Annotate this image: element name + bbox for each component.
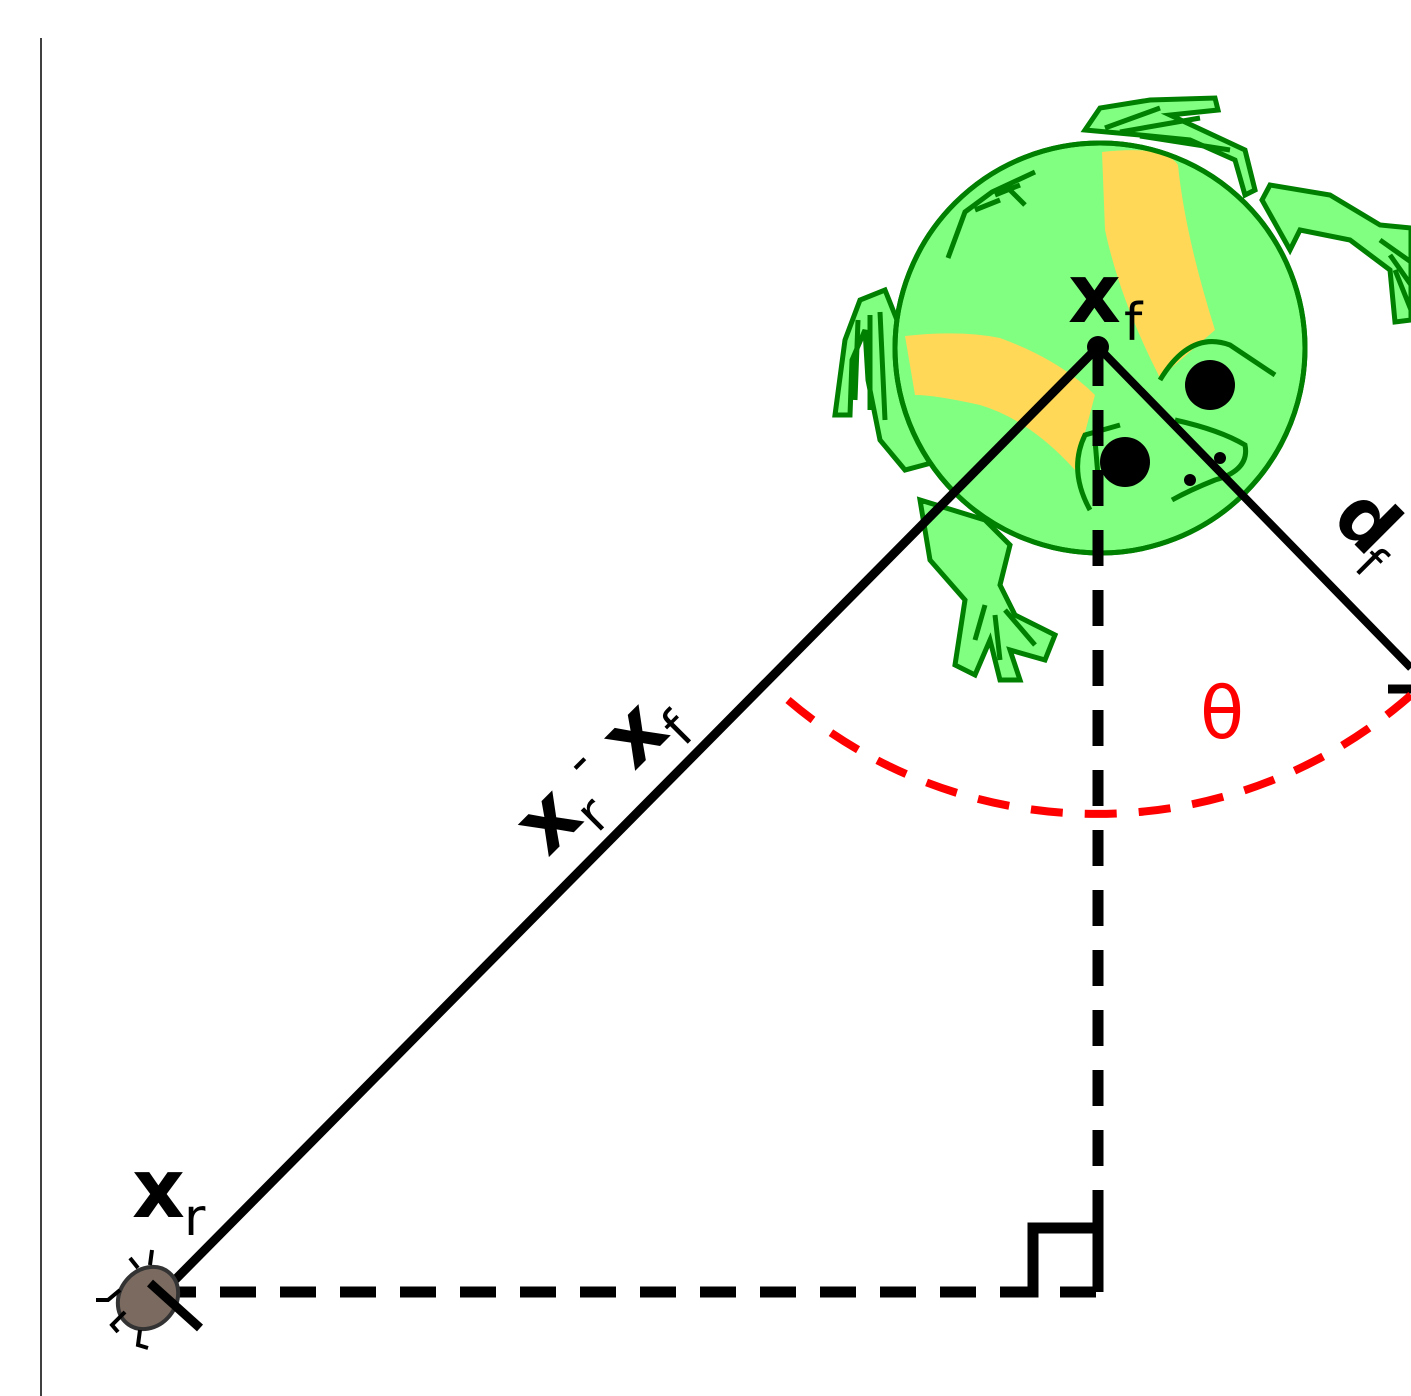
frog-skin-mark <box>945 169 1037 259</box>
difference-vector-line <box>159 343 1102 1296</box>
frog-eye-right <box>1185 360 1235 410</box>
label-frog-position-main: x <box>1068 247 1121 342</box>
frog-toes-bottom <box>972 604 1037 661</box>
frog-toes-top <box>1104 105 1231 153</box>
frog-nostril-right <box>1214 452 1226 464</box>
heading-vector-line <box>1095 344 1411 671</box>
angle-theta-arc <box>785 691 1411 818</box>
frog-stripe-top <box>1102 150 1215 378</box>
frog-leg-bottom <box>916 496 1059 683</box>
label-frog-position: x f <box>1068 247 1144 353</box>
frog-eye-ridge-right <box>1157 339 1277 503</box>
bug-icon <box>96 1249 204 1350</box>
label-prey-position-main: x <box>132 1142 185 1237</box>
frog-stripe-left <box>905 333 1095 470</box>
frog-toes-right <box>1378 237 1411 311</box>
frog-position-point <box>1087 336 1109 358</box>
frog-leg-right <box>1259 182 1411 325</box>
frog-eye-left <box>1100 437 1150 487</box>
label-prey-position: x r <box>132 1142 206 1248</box>
label-prey-position-sub: r <box>184 1188 206 1248</box>
frog-nostril-left <box>1184 474 1196 486</box>
frog-toes-left <box>852 311 888 421</box>
label-diff-operator: - <box>550 734 606 790</box>
right-angle-marker <box>1020 1222 1104 1298</box>
label-heading-vector: d f <box>1317 470 1411 590</box>
label-frog-position-sub: f <box>1124 293 1144 353</box>
label-angle-theta: θ <box>1200 671 1244 755</box>
frog-icon <box>832 95 1411 683</box>
